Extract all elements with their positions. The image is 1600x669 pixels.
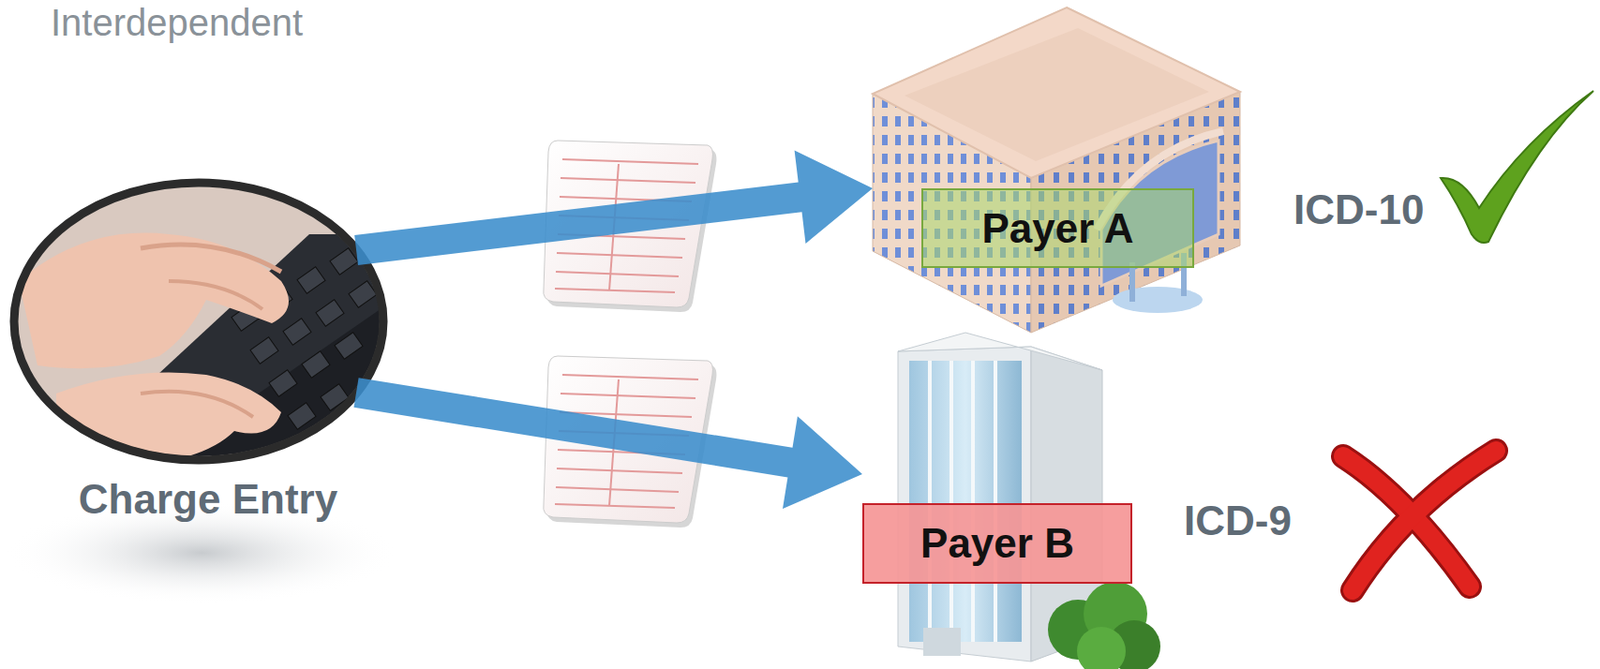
photo-frame <box>14 182 384 461</box>
photo-circle: Charge Entry <box>10 179 388 464</box>
payer-label: Payer A <box>981 205 1134 253</box>
payer-label: Payer B <box>920 520 1075 568</box>
bush <box>1047 582 1161 669</box>
code-label: ICD-10 <box>1293 187 1424 233</box>
check-mark <box>1440 90 1594 243</box>
payer-building: Payer A <box>872 4 1241 337</box>
flow-arrow <box>354 150 873 266</box>
label-box: Payer B <box>862 503 1133 584</box>
label-box: Payer A <box>921 188 1195 269</box>
payer-building: Payer B <box>862 337 1163 662</box>
flow-arrow <box>354 377 864 509</box>
node-caption: Charge Entry <box>78 477 338 523</box>
cross-mark <box>1343 450 1496 591</box>
keyboard-photo <box>9 178 394 472</box>
heading-fragment: Interdependent <box>50 1 303 44</box>
office-building <box>872 7 1241 333</box>
code-label: ICD-9 <box>1183 498 1292 544</box>
